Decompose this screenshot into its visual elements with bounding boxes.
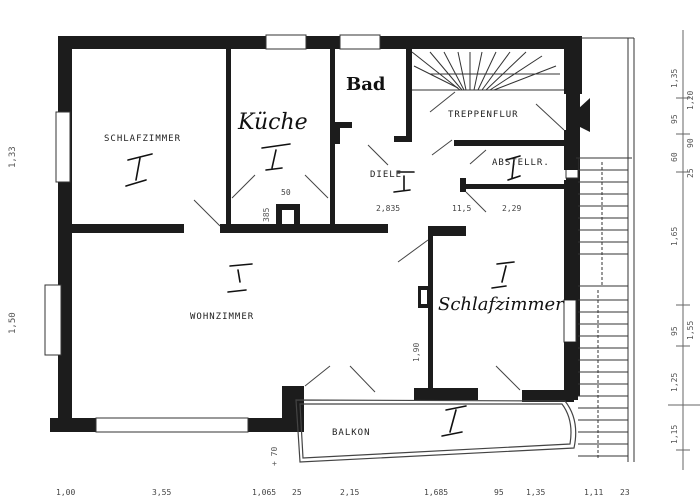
room-label-treppenflur: TREPPENFLUR [448, 110, 519, 120]
dim-right-11: 1,15 [670, 424, 679, 444]
dim-right-3: 95 [670, 114, 679, 124]
dim-abstellraum-width: 2,29 [502, 204, 522, 213]
dim-bottom-9: 1,11 [584, 488, 604, 497]
right-dimension-line [668, 30, 700, 470]
dim-bottom-1: 1,00 [56, 488, 76, 497]
room-label-schlafzimmer: SCHLAFZIMMER [104, 134, 182, 144]
dim-bottom-2: 3,55 [152, 488, 172, 497]
dim-left-2: 1,50 [8, 312, 18, 334]
room-label-bad: Bad [346, 74, 386, 95]
dim-right-10: 1,25 [670, 372, 679, 392]
room-label-kueche: Küche [238, 110, 308, 135]
dim-bottom-6: 1,685 [424, 488, 449, 497]
dim-left-1: 1,33 [8, 146, 18, 168]
dim-bottom-8: 1,35 [526, 488, 546, 497]
dim-right-9: 1,55 [686, 320, 695, 340]
windows [44, 34, 579, 433]
dim-chimney-width: 50 [281, 188, 291, 197]
entrance-arrow-icon [566, 98, 590, 132]
winding-stairs [411, 51, 564, 91]
interior-walls [72, 36, 582, 402]
dim-diele-width: 2,835 [376, 204, 401, 213]
room-label-diele: DIELE [370, 170, 403, 180]
dim-diele-wall: 11,5 [452, 204, 472, 213]
dim-chimney-height: 385 [262, 207, 271, 222]
door-swings [193, 91, 565, 393]
dim-bottom-5: 2,15 [340, 488, 360, 497]
room-label-balkon: BALKON [332, 428, 371, 438]
room-label-wohnzimmer: WOHNZIMMER [190, 312, 255, 322]
dim-balkon-step: + 70 [270, 446, 279, 466]
dim-right-6: 25 [686, 168, 695, 178]
room-label-abstellraum: ABSTELLR. [492, 158, 550, 168]
dim-door-height: 1,90 [412, 342, 421, 362]
external-stairs [576, 37, 635, 462]
dim-right-4: 90 [686, 138, 695, 148]
dim-right-7: 1,65 [670, 226, 679, 246]
dim-bottom-7: 95 [494, 488, 504, 497]
dim-bottom-4: 25 [292, 488, 302, 497]
room-label-schlafzimmer-2: Schlafzimmer [438, 294, 564, 315]
room-markers [125, 143, 521, 437]
dim-right-5: 60 [670, 152, 679, 162]
dim-right-8: 95 [670, 326, 679, 336]
dim-bottom-10: 23 [620, 488, 630, 497]
dim-right-1: 1,35 [670, 68, 679, 88]
dim-right-2: 1,20 [686, 90, 695, 110]
dim-bottom-3: 1,065 [252, 488, 277, 497]
balcony-outline [295, 399, 577, 463]
